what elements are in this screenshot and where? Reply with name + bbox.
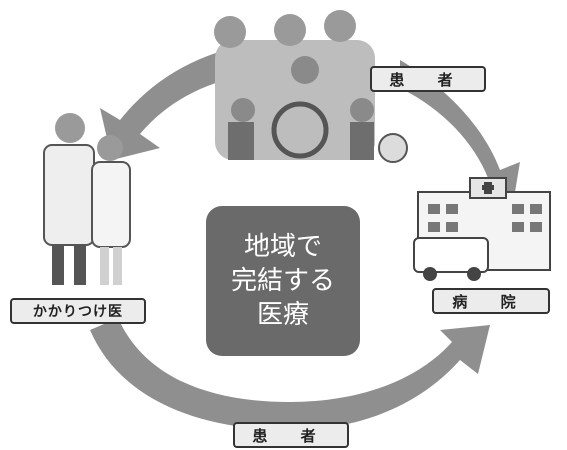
family-illustration [214, 10, 408, 163]
label-patient-bottom: 患 者 [233, 422, 349, 448]
label-hospital: 病 院 [432, 288, 550, 314]
label-family-doctor: かかりつけ医 [10, 298, 146, 324]
center-concept-box: 地域で 完結する 医療 [206, 206, 360, 356]
hospital-ambulance-illustration [413, 177, 551, 281]
label-patient-top: 患 者 [370, 66, 486, 92]
doctor-nurse-illustration [43, 113, 131, 285]
center-concept-text: 地域で 完結する 医療 [230, 232, 335, 330]
arrow-bottom [90, 318, 490, 430]
arrow-to-hospital [400, 60, 520, 210]
